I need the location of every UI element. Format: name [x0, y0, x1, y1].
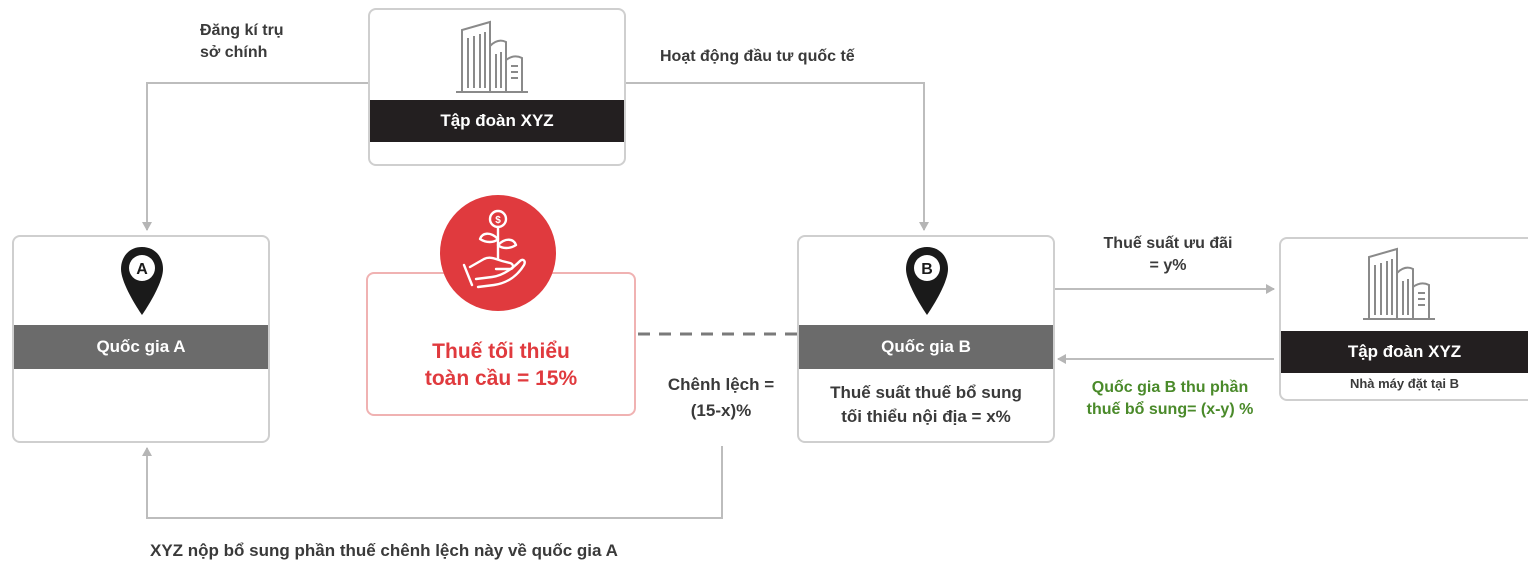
pref-rate-line1: Thuế suất ưu đãi: [1103, 235, 1233, 252]
difference-label: Chênh lệch = (15-x)%: [652, 372, 790, 424]
country-a-title: Quốc gia A: [14, 325, 268, 369]
global-min-text: Thuế tối thiểu toàn cầu = 15%: [368, 338, 634, 392]
pin-letter-a: A: [136, 261, 148, 278]
difference-line2: (15-x)%: [690, 401, 752, 420]
svg-text:$: $: [495, 215, 501, 226]
country-b-desc-line2: tối thiểu nội địa = x%: [841, 407, 1011, 426]
collect-line1: Quốc gia B thu phần: [1091, 379, 1249, 396]
right-corp-subtitle: Nhà máy đặt tại B: [1349, 376, 1460, 391]
arrow-register-hq: [142, 82, 368, 231]
country-b-desc: Thuế suất thuế bổ sung tối thiểu nội địa…: [799, 381, 1053, 429]
pref-rate-line2: = y%: [1149, 257, 1187, 274]
register-line1: Đăng kí trụ: [200, 22, 284, 39]
map-pin-b-icon: B: [906, 247, 948, 315]
bottom-pay-label: XYZ nộp bổ sung phần thuế chênh lệch này…: [150, 541, 618, 560]
collect-line2: thuế bổ sung= (x-y) %: [1086, 401, 1254, 418]
global-min-line2: toàn cầu = 15%: [424, 367, 578, 390]
arrow-pay-back: [142, 446, 723, 519]
intl-investment-label: Hoạt động đầu tư quốc tế: [660, 48, 855, 65]
register-hq-label: Đăng kí trụ sở chính: [200, 20, 284, 64]
money-plant-hand-icon: $: [440, 195, 556, 311]
top-corp-title: Tập đoàn XYZ: [370, 100, 624, 142]
right-corp-box: Tập đoàn XYZ Nhà máy đặt tại B: [1279, 237, 1528, 401]
difference-line1: Chênh lệch =: [667, 375, 775, 394]
right-corp-title: Tập đoàn XYZ: [1281, 331, 1528, 373]
pref-rate-label: Thuế suất ưu đãi = y%: [1070, 233, 1266, 277]
country-b-box: B Quốc gia B Thuế suất thuế bổ sung tối …: [797, 235, 1055, 443]
country-b-title: Quốc gia B: [799, 325, 1053, 369]
buildings-icon: [1363, 247, 1435, 320]
collect-label: Quốc gia B thu phần thuế bổ sung= (x-y) …: [1058, 377, 1282, 421]
arrow-intl-investment: [626, 82, 929, 231]
map-pin-a-icon: A: [121, 247, 163, 315]
country-a-box: A Quốc gia A: [12, 235, 270, 443]
top-corp-box: Tập đoàn XYZ: [368, 8, 626, 166]
country-b-desc-line1: Thuế suất thuế bổ sung: [830, 383, 1022, 402]
pin-letter-b: B: [921, 261, 933, 278]
buildings-icon: [456, 20, 528, 93]
global-min-line1: Thuế tối thiểu: [432, 340, 570, 363]
register-line2: sở chính: [200, 44, 268, 61]
